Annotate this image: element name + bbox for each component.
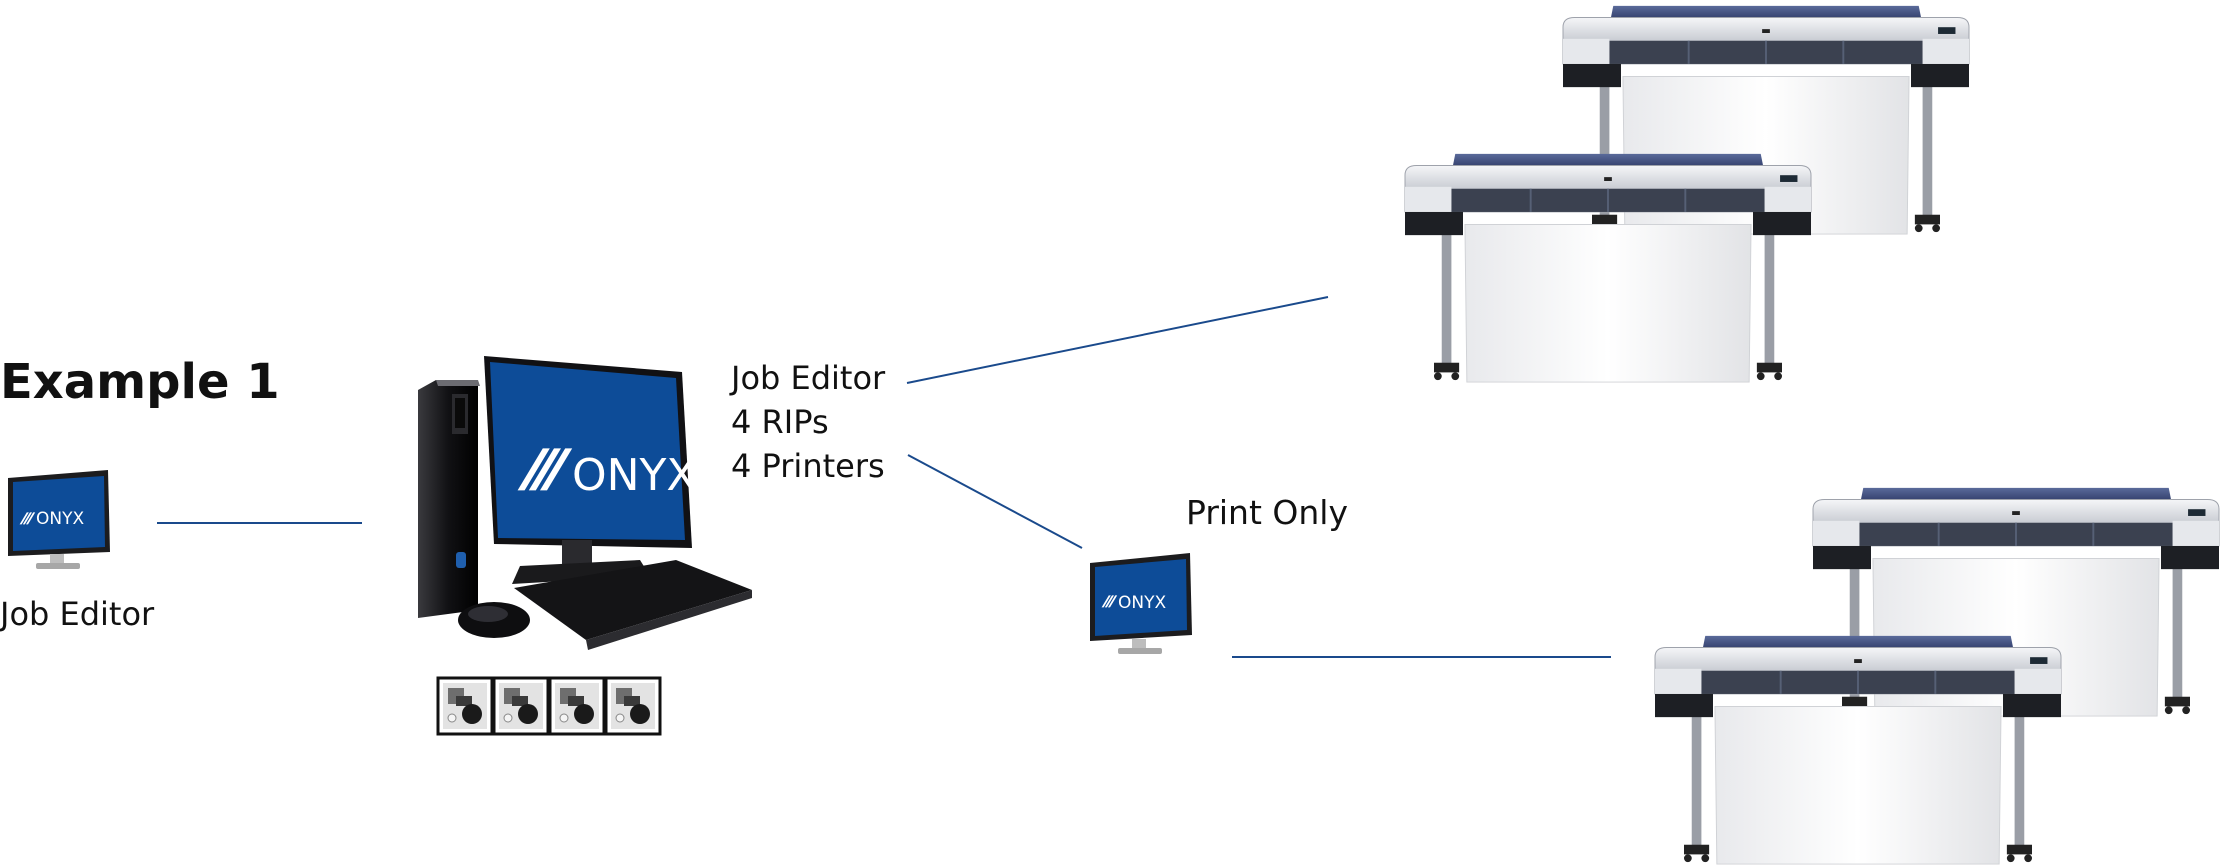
- server-line-rips: 4 RIPs: [731, 403, 829, 441]
- rip-modules: [436, 676, 662, 736]
- printer-icon: [1654, 634, 2062, 866]
- client-right-label: Print Only: [1186, 493, 1348, 532]
- printer-icon: [1404, 152, 1812, 384]
- connector-server-to-print-client: [907, 454, 1083, 549]
- monitor-icon: ONYX: [8, 470, 110, 569]
- client-left-label: Job Editor: [0, 595, 155, 633]
- onyx-logo-text: ONYX: [36, 509, 84, 529]
- rip-module-icon: [548, 676, 606, 736]
- rip-module-icon: [492, 676, 550, 736]
- onyx-logo-text: ONYX: [1118, 593, 1166, 613]
- keyboard-icon: [514, 560, 752, 640]
- server-description: Job Editor 4 RIPs 4 Printers: [731, 356, 885, 488]
- connector-server-to-upper-printers: [906, 296, 1329, 384]
- server-line-printers: 4 Printers: [731, 447, 885, 485]
- pc-tower-icon: [418, 380, 480, 618]
- workstation: ONYX: [418, 356, 752, 736]
- rip-module-icon: [436, 676, 494, 736]
- monitor-icon: ONYX: [1090, 553, 1192, 654]
- rip-module-icon: [604, 676, 662, 736]
- server-line-job-editor: Job Editor: [731, 359, 886, 397]
- diagram-title: Example 1: [0, 354, 280, 410]
- onyx-logo-text: ONYX: [572, 450, 697, 501]
- monitor-icon: ONYX: [484, 356, 697, 584]
